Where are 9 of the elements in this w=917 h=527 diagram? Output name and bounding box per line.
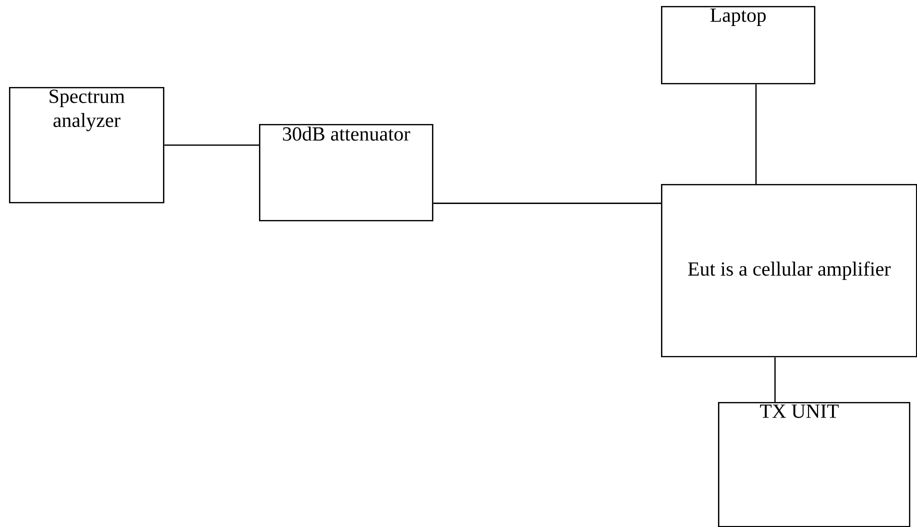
connector-line: [774, 357, 776, 402]
block-box: Spectrum analyzer: [9, 87, 164, 204]
block-box: 30dB attenuator: [259, 124, 434, 222]
block-box: Laptop: [661, 6, 816, 84]
connector-line: [164, 144, 259, 146]
block-box: Eut is a cellular amplifier: [661, 184, 917, 358]
connector-line: [755, 84, 757, 184]
block-box: TX UNIT: [718, 402, 910, 527]
connector-line: [433, 202, 661, 204]
